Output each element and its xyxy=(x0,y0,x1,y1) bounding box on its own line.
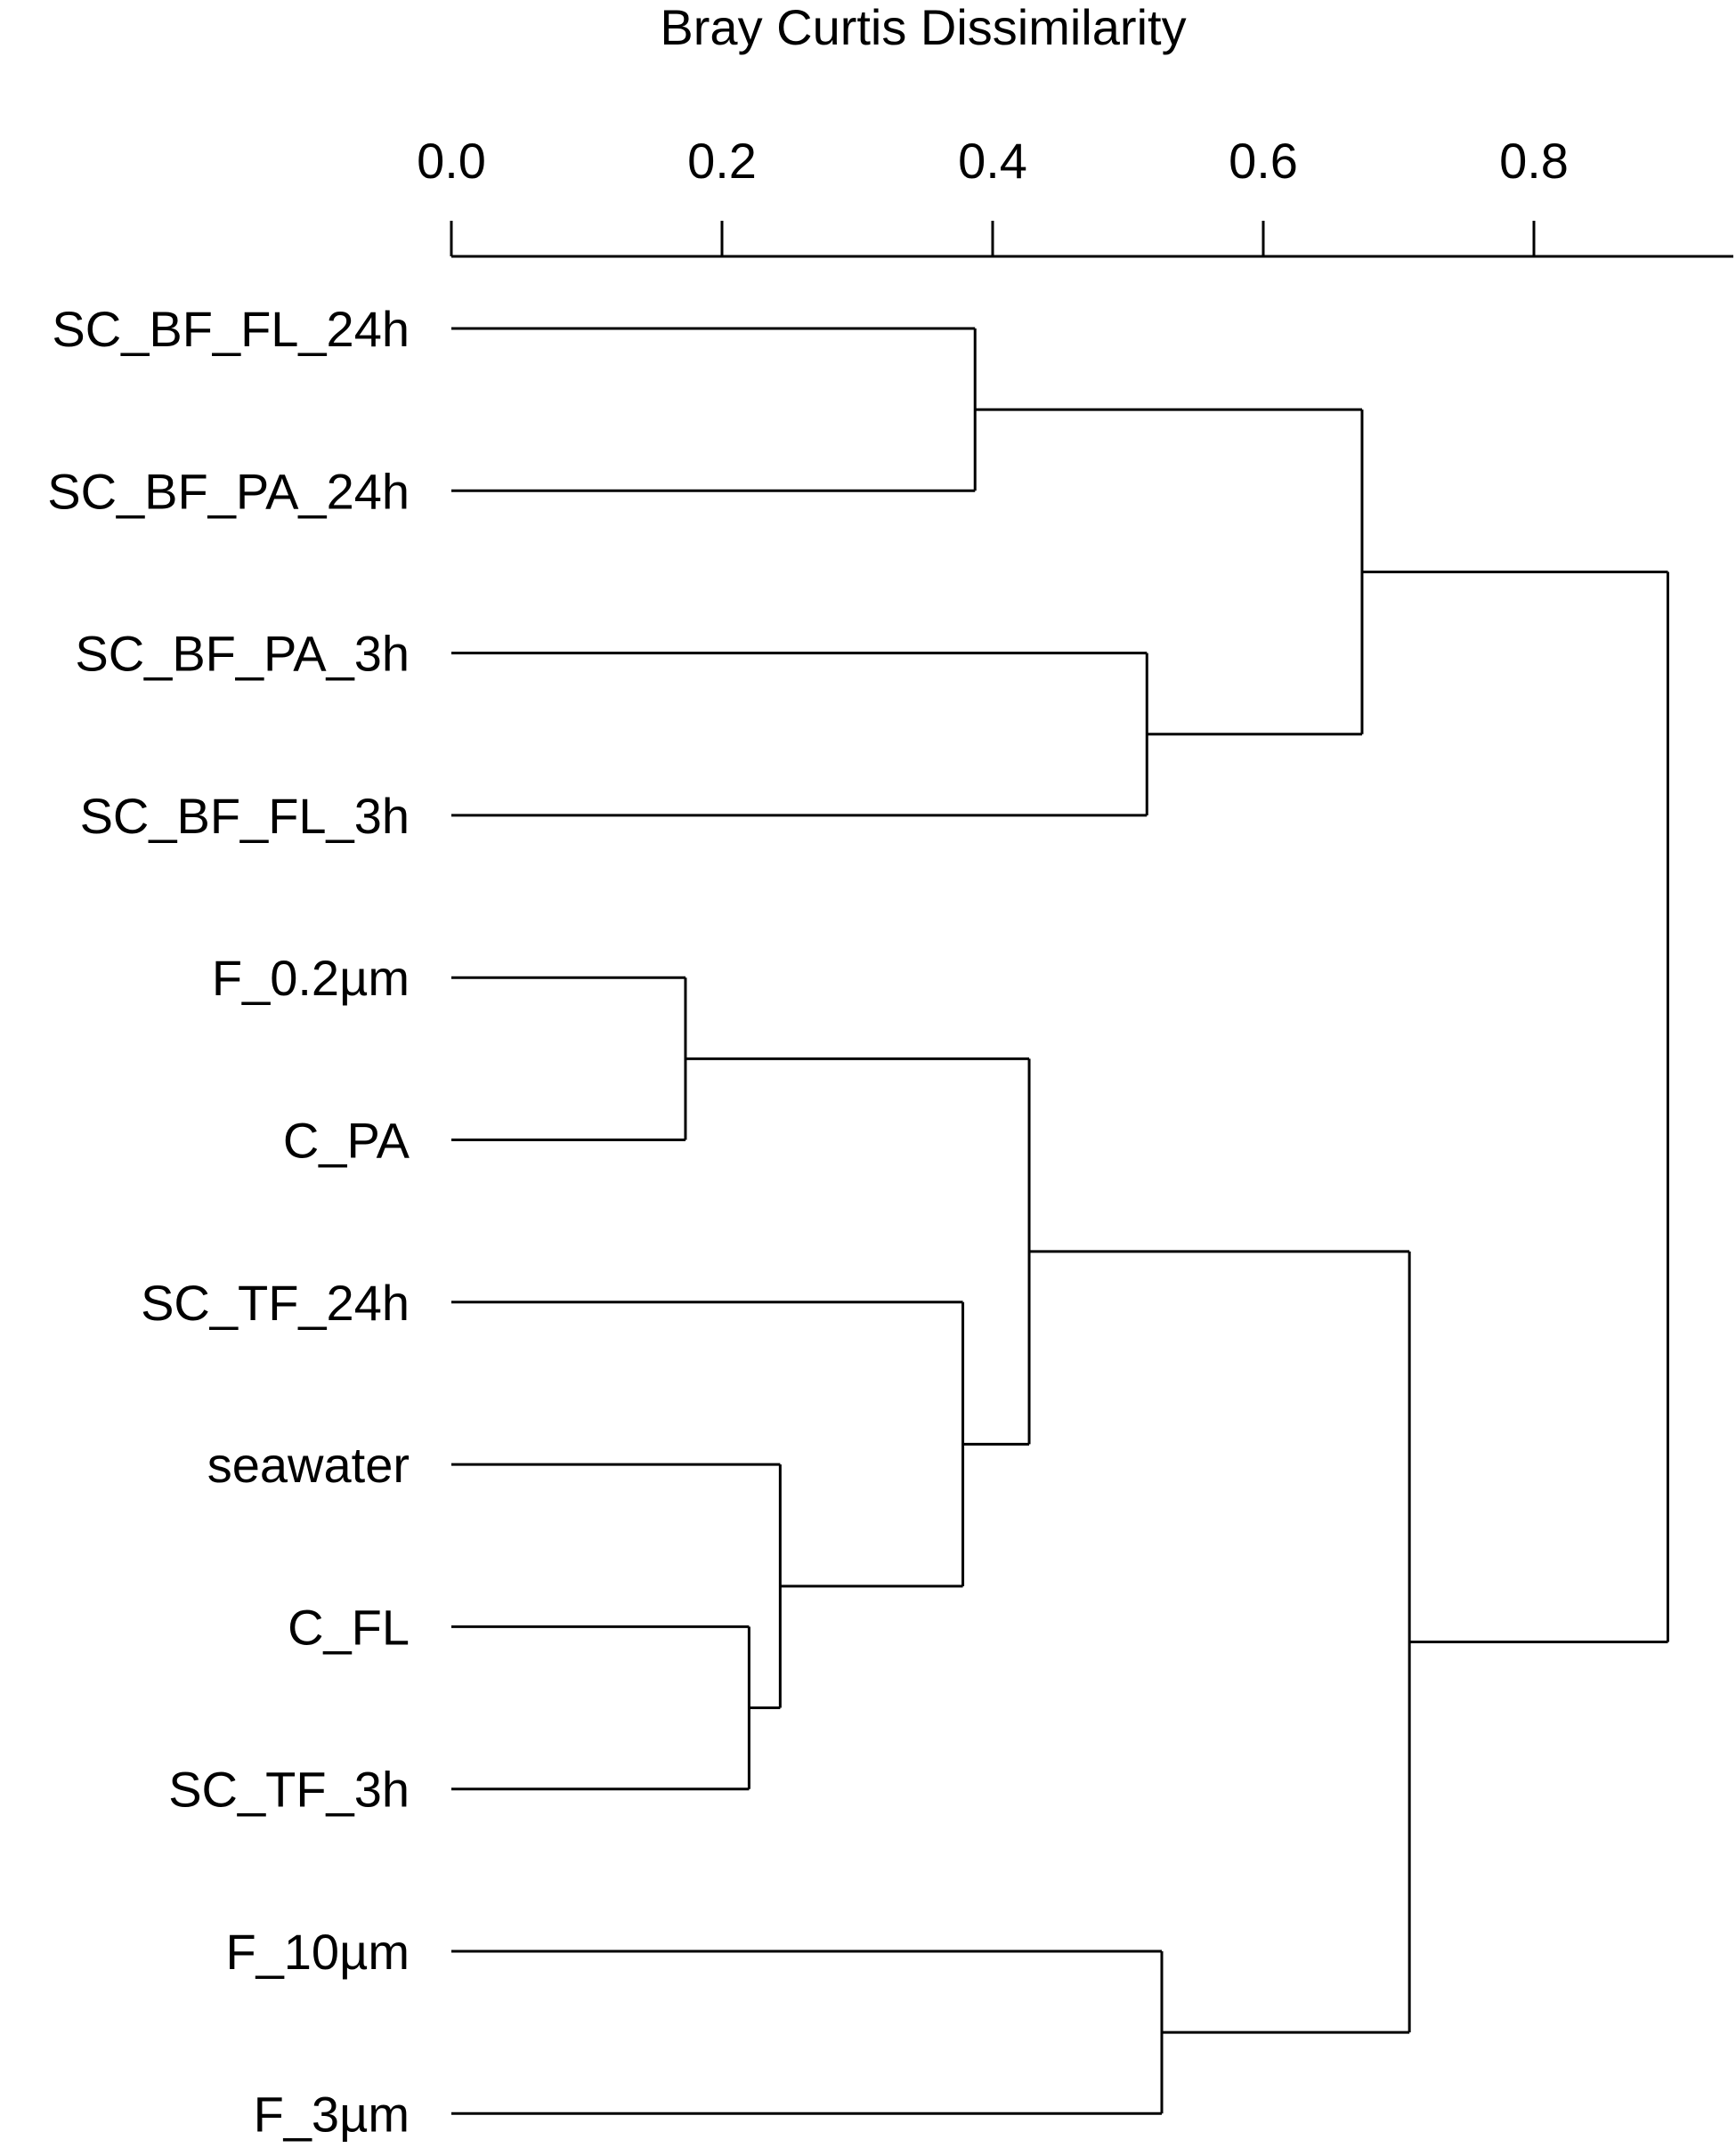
leaf-label: SC_BF_FL_24h xyxy=(52,301,410,357)
leaf-label: F_0.2µm xyxy=(212,950,410,1006)
leaf-label: C_FL xyxy=(288,1599,410,1655)
leaf-label: seawater xyxy=(207,1437,410,1493)
tick-label: 0.8 xyxy=(1499,133,1569,189)
x-axis: 0.0 0.2 0.4 0.6 0.8 xyxy=(417,133,1733,258)
leaf-label: SC_BF_PA_24h xyxy=(47,463,410,519)
leaf-labels: SC_BF_FL_24hSC_BF_PA_24hSC_BF_PA_3hSC_BF… xyxy=(47,301,410,2142)
dendrogram-branches xyxy=(451,327,1669,2115)
tick-label: 0.0 xyxy=(417,133,486,189)
axis-title: Bray Curtis Dissimilarity xyxy=(660,0,1186,55)
leaf-label: SC_TF_3h xyxy=(168,1762,410,1818)
leaf-label: SC_TF_24h xyxy=(141,1275,410,1331)
tick-label: 0.6 xyxy=(1229,133,1298,189)
leaf-label: F_3µm xyxy=(254,2086,410,2142)
tick-label: 0.2 xyxy=(687,133,757,189)
leaf-label: C_PA xyxy=(283,1113,410,1169)
leaf-label: SC_BF_PA_3h xyxy=(75,626,410,682)
leaf-label: SC_BF_FL_3h xyxy=(80,788,410,844)
leaf-label: F_10µm xyxy=(225,1924,410,1980)
tick-label: 0.4 xyxy=(958,133,1027,189)
